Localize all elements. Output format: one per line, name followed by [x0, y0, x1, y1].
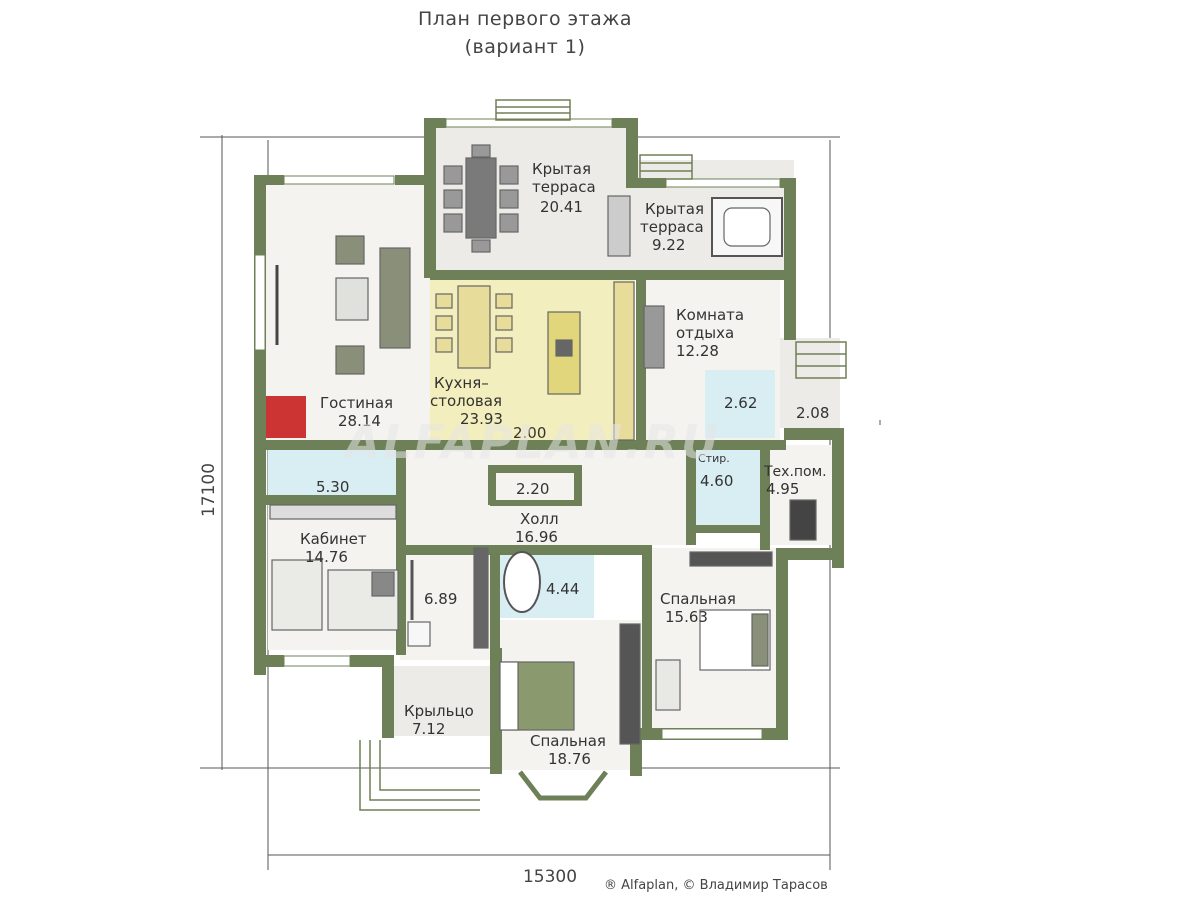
room-label-rest: Комната [676, 306, 744, 324]
room-area-tech: 4.95 [766, 480, 799, 498]
watermark: ALFAPLAN.RU [345, 415, 721, 469]
room-label-office: Кабинет [300, 530, 367, 548]
room-label-terrace-main: Крытая [532, 160, 591, 178]
room-area-bath_main: 4.44 [546, 580, 579, 598]
fireplace [266, 396, 306, 438]
room-label-bedroom-main: Спальная [530, 732, 606, 750]
room-label-hall: Холл [520, 510, 559, 528]
svg-text:отдыха: отдыха [676, 324, 734, 342]
room-label-terrace-small: Крытая [645, 200, 704, 218]
dimension-width: 15300 [523, 867, 577, 887]
credit: ® Alfaplan, © Владимир Тарасов [604, 878, 828, 893]
room-area-terrace_small: 9.22 [652, 236, 685, 254]
room-area-bath_rest: 2.62 [724, 394, 757, 412]
room-area-terrace_main: 20.41 [540, 198, 583, 216]
room-area-rest: 12.28 [676, 342, 719, 360]
plan-subtitle: (вариант 1) [464, 36, 586, 58]
room-label-bedroom-right: Спальная [660, 590, 736, 608]
room-label-kitchen: Кухня– [434, 374, 489, 392]
room-label-porch: Крыльцо [404, 702, 474, 720]
plan-title: План первого этажа [417, 8, 633, 30]
room-area-wc: 5.30 [316, 478, 349, 496]
room-area-laundry: 4.60 [700, 472, 733, 490]
room-area-side_entry: 2.08 [796, 404, 829, 422]
windows [254, 118, 781, 740]
room-area-pantry: 6.89 [424, 590, 457, 608]
svg-text:терраса: терраса [640, 218, 704, 236]
room-area-closet_b: 2.20 [516, 480, 549, 498]
room-area-kitchen: 23.93 [460, 410, 503, 428]
room-label-laundry: Стир. [698, 452, 730, 465]
room-area-office: 14.76 [305, 548, 348, 566]
room-area-closet_a: 2.00 [513, 424, 546, 442]
terrace-table [465, 157, 497, 239]
steps [359, 99, 847, 811]
svg-text:терраса: терраса [532, 178, 596, 196]
room-label-tech: Тех.пом. [763, 464, 827, 480]
room-area-living: 28.14 [338, 412, 381, 430]
room-area-bedroom_right: 15.63 [665, 608, 708, 626]
room-area-hall: 16.96 [515, 528, 558, 546]
dimension-height: 17100 [199, 463, 219, 517]
walls [254, 118, 844, 776]
sofa [379, 247, 411, 349]
room-label-living: Гостиная [320, 394, 393, 412]
bathtub [503, 551, 541, 613]
kitchen-table [457, 285, 491, 369]
room-area-bedroom_main: 18.76 [548, 750, 591, 768]
svg-text:столовая: столовая [430, 392, 502, 410]
room-area-porch: 7.12 [412, 720, 445, 738]
furniture [266, 144, 817, 745]
bay-window [518, 770, 608, 801]
room-labels: Крытая терраса 20.41 Крытая терраса 9.22… [300, 160, 829, 768]
